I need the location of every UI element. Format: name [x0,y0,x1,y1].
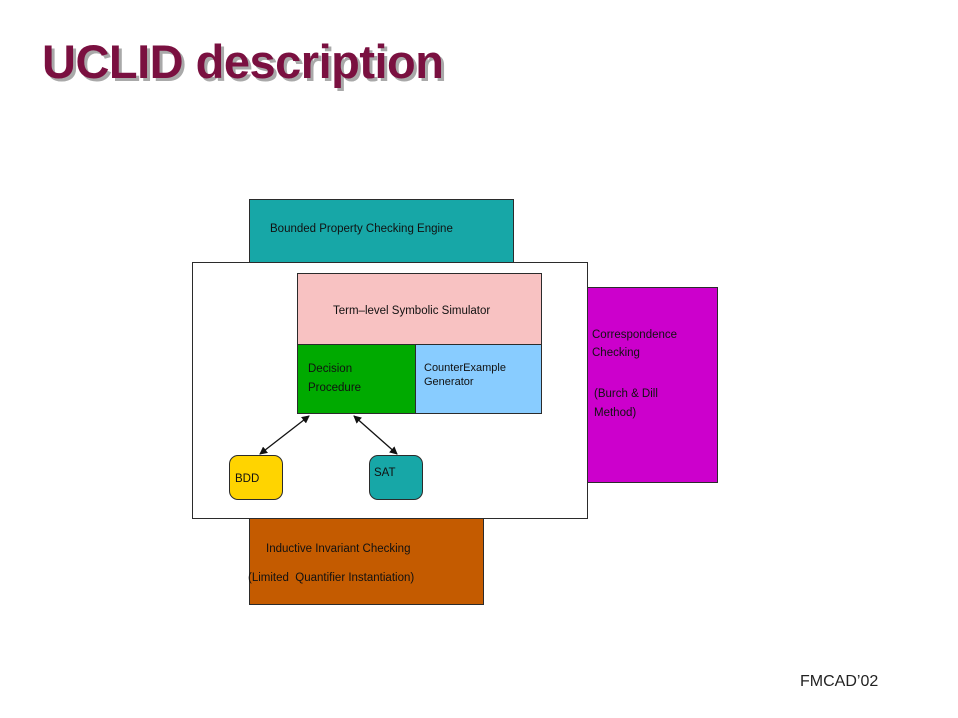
simulator-label: Term–level Symbolic Simulator [333,305,491,317]
inductive-checking-note: (Limited Quantifier Instantiation) [248,572,415,584]
decision-to-sat-arrow [353,415,398,455]
correspondence-checking-box: Correspondence Checking (Burch & Dill Me… [582,287,718,483]
bounded-property-checking-engine-box: Bounded Property Checking Engine [249,199,514,265]
bounded-engine-label: Bounded Property Checking Engine [270,223,453,235]
footer-label: FMCAD’02 [800,673,879,690]
counter-line2: Generator [424,376,474,388]
correspondence-label-line2: Checking [592,347,640,359]
bdd-label: BDD [235,473,260,485]
correspondence-label-line1: Correspondence [592,329,678,341]
counter-line1: CounterExample [424,362,506,374]
decision-to-bdd-arrow [259,415,310,455]
decision-line1: Decision [308,363,353,375]
sat-box: SAT [369,455,423,500]
sat-label: SAT [374,467,396,479]
term-level-symbolic-simulator-box: Term–level Symbolic Simulator [297,273,542,345]
counterexample-generator-box: CounterExample Generator [415,344,542,414]
correspondence-note-line2: Method) [594,407,637,419]
correspondence-note-line1: (Burch & Dill [594,388,658,400]
slide-title: UCLID description [42,35,444,88]
bdd-box: BDD [229,455,283,500]
inductive-invariant-checking-box: Inductive Invariant Checking (Limited Qu… [248,515,484,605]
inductive-checking-label: Inductive Invariant Checking [266,543,411,555]
decision-line2: Procedure [308,382,362,394]
